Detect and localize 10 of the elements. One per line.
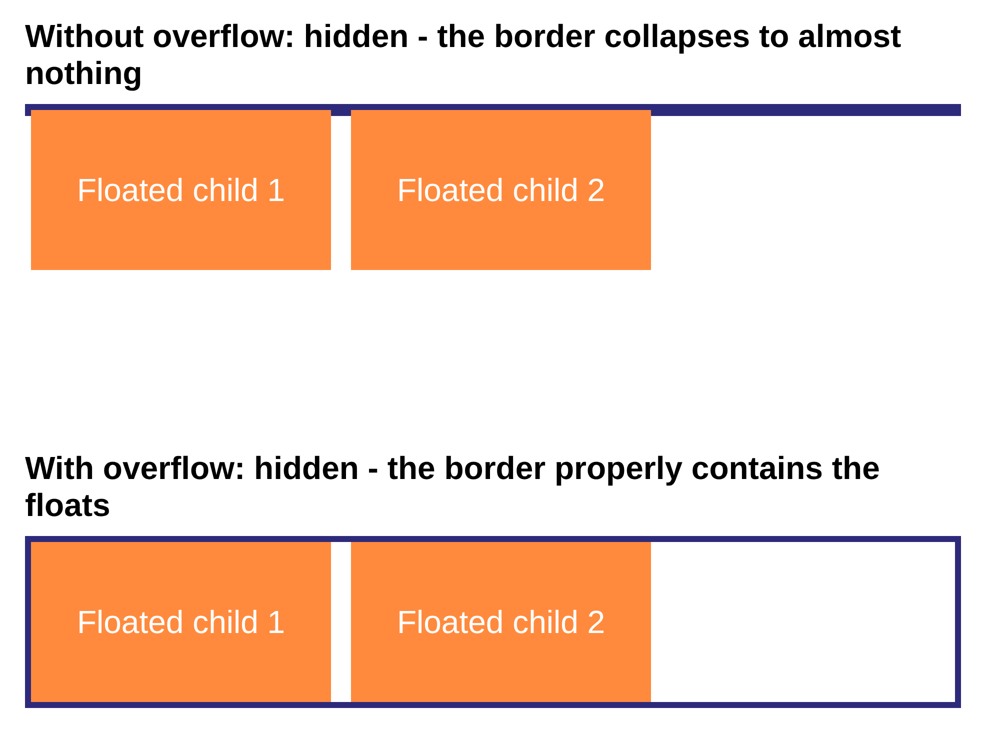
section-heading: With overflow: hidden - the border properly contains the floats bbox=[25, 450, 881, 524]
box-label: Floated child 1 bbox=[76, 604, 286, 640]
floated-box bbox=[31, 110, 331, 270]
floated-box bbox=[351, 542, 651, 702]
section-heading: Without overflow: hidden - the border collapses to almost nothing bbox=[25, 18, 902, 92]
floated-box bbox=[351, 110, 651, 270]
box-label: Floated child 2 bbox=[396, 172, 606, 208]
box-label: Floated child 2 bbox=[396, 604, 606, 640]
floated-box bbox=[31, 542, 331, 702]
box-label: Floated child 1 bbox=[76, 172, 286, 208]
